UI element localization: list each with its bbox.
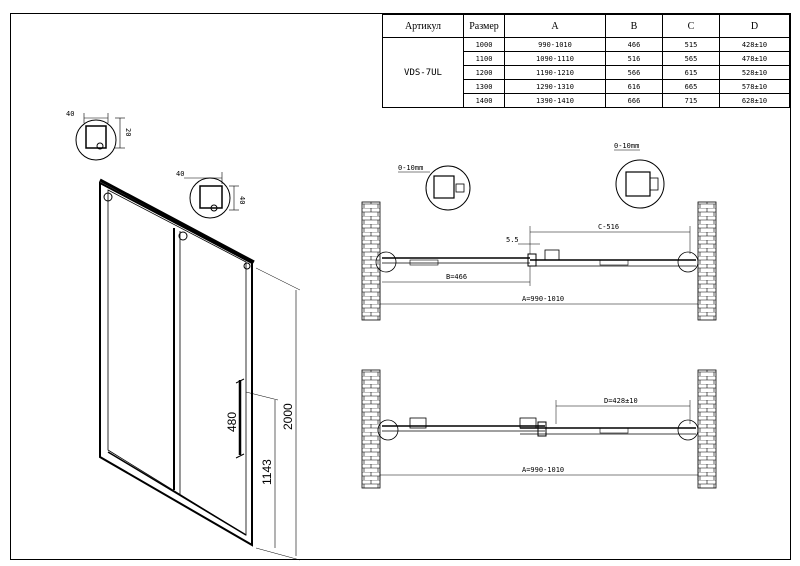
a-dim-label-bottom: A=990-1010 bbox=[522, 466, 564, 474]
gap-left-label: 0-10mm bbox=[398, 164, 423, 172]
plan-top-labels: 0-10mm 0-10mm C-516 5.5 B=466 A=990-1010 bbox=[398, 142, 639, 303]
header-size: Размер bbox=[463, 14, 505, 38]
b-cell: 666 bbox=[605, 93, 663, 108]
detail-magnified bbox=[615, 159, 665, 209]
detail1-height: 20 bbox=[124, 128, 132, 136]
plan-top bbox=[361, 149, 717, 321]
detail2-height: 40 bbox=[238, 196, 246, 204]
gap-right-label: 0-10mm bbox=[614, 142, 639, 150]
c-cell: 715 bbox=[662, 93, 720, 108]
wall-right bbox=[697, 201, 717, 321]
detail-circle bbox=[377, 419, 399, 441]
plan-bottom-labels: D=428±10 A=990-1010 bbox=[522, 397, 638, 474]
iso-dim-labels: 2000 1143 480 bbox=[225, 403, 295, 485]
drawing-frame bbox=[10, 13, 791, 560]
height-total-label: 2000 bbox=[281, 403, 295, 430]
spec-header-row: Артикул Размер A B C D bbox=[382, 14, 790, 38]
door-outer-frame bbox=[99, 181, 253, 547]
roller-icon bbox=[243, 262, 251, 270]
spec-table: Артикул Размер A B C D VDS-7UL 1000 990-… bbox=[382, 14, 790, 108]
handle-length-label: 480 bbox=[225, 412, 239, 432]
header-c: C bbox=[662, 14, 720, 38]
article-cell: VDS-7UL bbox=[382, 37, 464, 108]
detail2-width: 40 bbox=[176, 170, 184, 178]
detail-circle bbox=[75, 119, 117, 161]
a-dim-label-top: A=990-1010 bbox=[522, 295, 564, 303]
door-inner-frame bbox=[107, 189, 247, 536]
iso-view bbox=[75, 113, 301, 561]
detail-circle bbox=[189, 177, 231, 219]
detail-magnified bbox=[425, 165, 471, 211]
roller-icon bbox=[178, 231, 188, 241]
iso-labels: 40 20 40 40 bbox=[66, 110, 246, 204]
bottom-rail bbox=[107, 451, 247, 536]
c-dim-label: C-516 bbox=[598, 223, 619, 231]
d-cell: 628±10 bbox=[719, 93, 790, 108]
wall-left bbox=[361, 369, 381, 489]
d-dim-label: D=428±10 bbox=[604, 397, 638, 405]
b-dim-label: B=466 bbox=[446, 273, 467, 281]
top-rail bbox=[99, 178, 255, 264]
detail1-width: 40 bbox=[66, 110, 74, 118]
header-d: D bbox=[719, 14, 790, 38]
wall-right bbox=[697, 369, 717, 489]
wall-left bbox=[361, 201, 381, 321]
plan-bottom bbox=[361, 369, 717, 489]
overlap-label: 5.5 bbox=[506, 236, 519, 244]
table-row: 1400 1390-1410 666 715 628±10 bbox=[383, 93, 790, 108]
table-row: 1200 1190-1210 566 615 528±10 bbox=[383, 65, 790, 80]
detail-circle bbox=[677, 419, 699, 441]
detail-circle bbox=[375, 251, 397, 273]
detail-circle bbox=[677, 251, 699, 273]
table-row: 1100 1090-1110 516 565 478±10 bbox=[383, 51, 790, 66]
handle-height-label: 1143 bbox=[260, 459, 274, 485]
roller-icon bbox=[103, 192, 113, 202]
